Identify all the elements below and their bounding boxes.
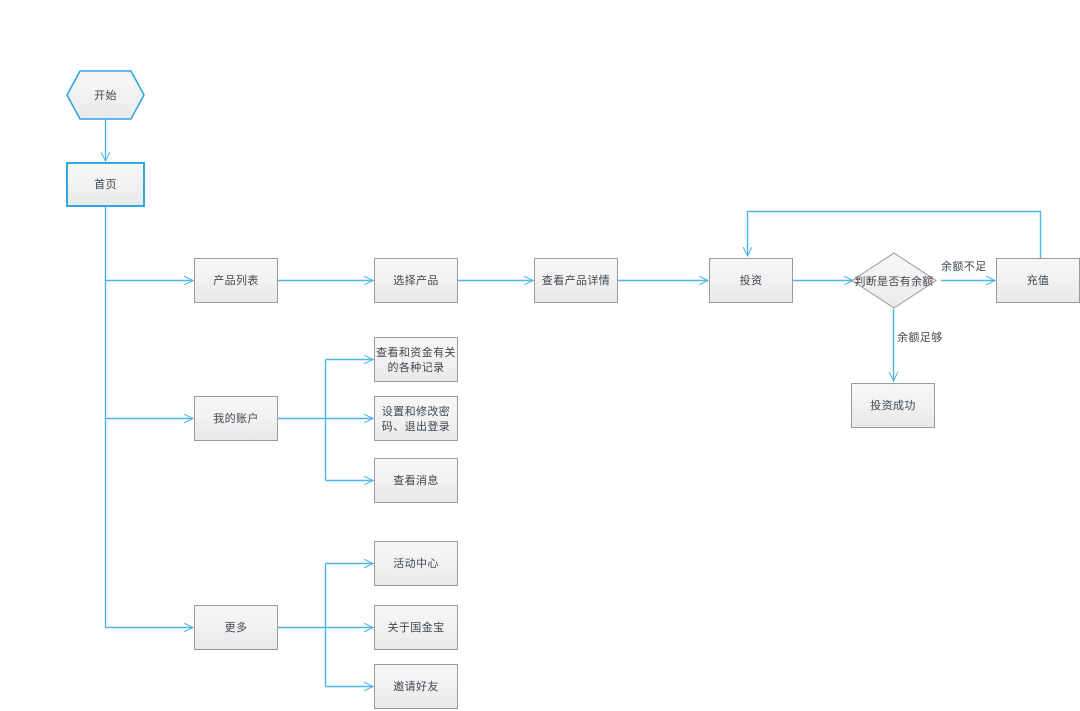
node-more-label: 更多 <box>224 621 248 634</box>
node-about-guojinbao[interactable]: 关于国金宝 <box>374 605 458 650</box>
node-password-logout-label: 设置和修改密 码、退出登录 <box>381 404 451 433</box>
node-product-detail-label: 查看产品详情 <box>541 274 611 287</box>
node-password-logout[interactable]: 设置和修改密 码、退出登录 <box>374 396 458 441</box>
edge-label-insufficient-balance: 余额不足 <box>941 260 987 273</box>
node-fund-records[interactable]: 查看和资金有关 的各种记录 <box>374 337 458 382</box>
node-home-label: 首页 <box>94 178 117 191</box>
node-product-list[interactable]: 产品列表 <box>194 258 278 303</box>
node-select-product-label: 选择产品 <box>393 274 439 287</box>
node-view-messages[interactable]: 查看消息 <box>374 458 458 503</box>
node-select-product[interactable]: 选择产品 <box>374 258 458 303</box>
node-invest-success[interactable]: 投资成功 <box>851 383 935 428</box>
node-about-guojinbao-label: 关于国金宝 <box>387 621 445 634</box>
hexagon-shape <box>66 70 145 120</box>
node-invite-friends[interactable]: 邀请好友 <box>374 664 458 709</box>
node-start-label: 开始 <box>94 89 117 102</box>
node-my-account-label: 我的账户 <box>213 412 259 425</box>
edge-recharge-back-to-invest <box>748 210 1042 258</box>
node-activity-center-label: 活动中心 <box>393 557 439 570</box>
node-view-messages-label: 查看消息 <box>393 474 439 487</box>
node-invest-success-label: 投资成功 <box>870 399 916 412</box>
node-recharge[interactable]: 充值 <box>996 258 1080 303</box>
node-home[interactable]: 首页 <box>66 162 145 207</box>
node-check-balance-label: 判断是否有余额 <box>854 274 934 288</box>
node-my-account[interactable]: 我的账户 <box>194 396 278 441</box>
node-invest[interactable]: 投资 <box>709 258 793 303</box>
node-activity-center[interactable]: 活动中心 <box>374 541 458 586</box>
node-check-balance[interactable]: 判断是否有余额 <box>851 252 937 309</box>
node-start[interactable]: 开始 <box>66 70 145 120</box>
diamond-shape <box>851 252 937 309</box>
node-product-detail[interactable]: 查看产品详情 <box>534 258 618 303</box>
node-invest-label: 投资 <box>739 274 763 287</box>
node-invite-friends-label: 邀请好友 <box>393 680 439 693</box>
node-fund-records-label: 查看和资金有关 的各种记录 <box>376 345 456 374</box>
node-more[interactable]: 更多 <box>194 605 278 650</box>
node-product-list-label: 产品列表 <box>213 274 259 287</box>
edge-label-sufficient-balance: 余额足够 <box>897 331 943 344</box>
node-recharge-label: 充值 <box>1026 274 1050 287</box>
